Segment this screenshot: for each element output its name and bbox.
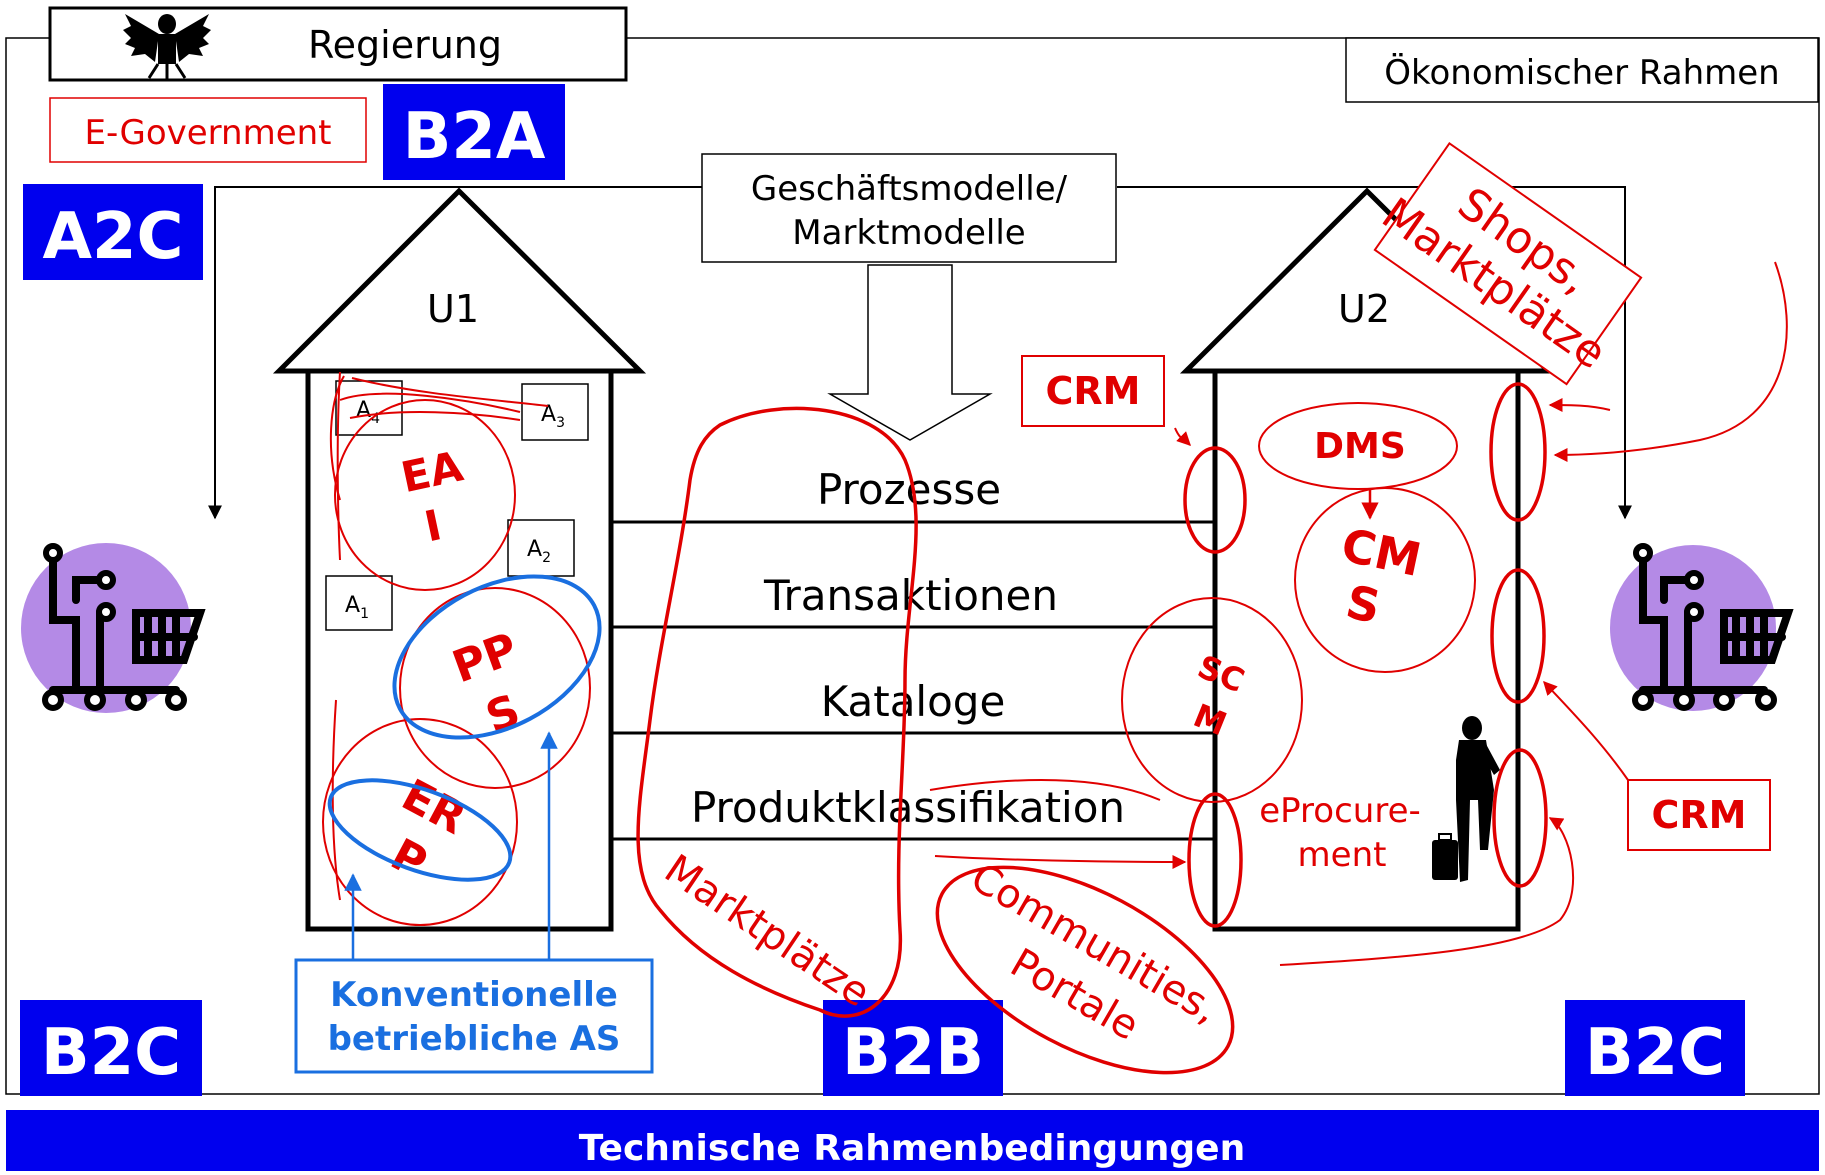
technical-label: Technische Rahmenbedingungen xyxy=(579,1128,1245,1169)
app-box-a2: A2 xyxy=(507,519,575,577)
shopping-cart-icon xyxy=(1610,543,1794,711)
house-u1-label: U1 xyxy=(427,287,479,331)
badge-a2c: A2C xyxy=(42,200,183,274)
models-line1: Geschäftsmodelle/ xyxy=(751,169,1068,209)
system-cms-1: CM xyxy=(1337,518,1426,587)
system-scm-2: M xyxy=(1188,696,1232,743)
badge-b2b: B2B xyxy=(842,1016,984,1090)
system-pps-1: PP xyxy=(446,623,524,693)
svg-text:A3: A3 xyxy=(541,402,565,431)
pps-highlight xyxy=(392,574,602,740)
crm-label-right: CRM xyxy=(1652,793,1747,837)
technical-bar xyxy=(6,1110,1819,1171)
app-box-a4: A4 xyxy=(335,380,403,436)
egovernment-label: E-Government xyxy=(84,113,331,153)
conventional-as-line1: Konventionelle xyxy=(330,975,618,1015)
layer-classification: Produktklassifikation xyxy=(691,783,1125,832)
erp-highlight xyxy=(327,778,513,882)
eagle-icon xyxy=(123,14,211,80)
down-arrow-icon xyxy=(827,264,993,441)
badge-b2a: B2A xyxy=(403,100,546,174)
system-eai-2: I xyxy=(420,500,445,551)
house-u2-label: U2 xyxy=(1338,287,1390,331)
system-dms: DMS xyxy=(1314,426,1406,467)
app-box-a3: A3 xyxy=(521,383,589,441)
eprocurement-line1: eProcure- xyxy=(1259,791,1421,831)
svg-text:A2: A2 xyxy=(527,537,551,566)
businessman-icon xyxy=(1432,716,1500,882)
government-box: Regierung xyxy=(48,6,628,82)
badge-b2c-right: B2C xyxy=(1585,1016,1725,1090)
system-cms-2: S xyxy=(1342,574,1386,634)
system-scm-1: SC xyxy=(1192,647,1249,700)
shopping-cart-icon xyxy=(21,543,206,713)
eprocurement-line2: ment xyxy=(1298,835,1387,875)
badge-b2c-left: B2C xyxy=(41,1016,181,1090)
economic-frame-label: Ökonomischer Rahmen xyxy=(1384,52,1779,93)
system-eai-1: EA xyxy=(397,441,468,502)
government-label: Regierung xyxy=(308,23,502,67)
crm-label-top: CRM xyxy=(1046,369,1141,413)
conventional-as-line2: betriebliche AS xyxy=(328,1019,621,1059)
layer-catalogs: Kataloge xyxy=(821,677,1006,726)
app-box-a1: A1 xyxy=(325,575,393,631)
models-line2: Marktmodelle xyxy=(792,213,1025,253)
svg-text:A1: A1 xyxy=(345,593,369,622)
house-u2: U2 xyxy=(1179,187,1555,932)
house-u1: U1 xyxy=(272,187,647,932)
